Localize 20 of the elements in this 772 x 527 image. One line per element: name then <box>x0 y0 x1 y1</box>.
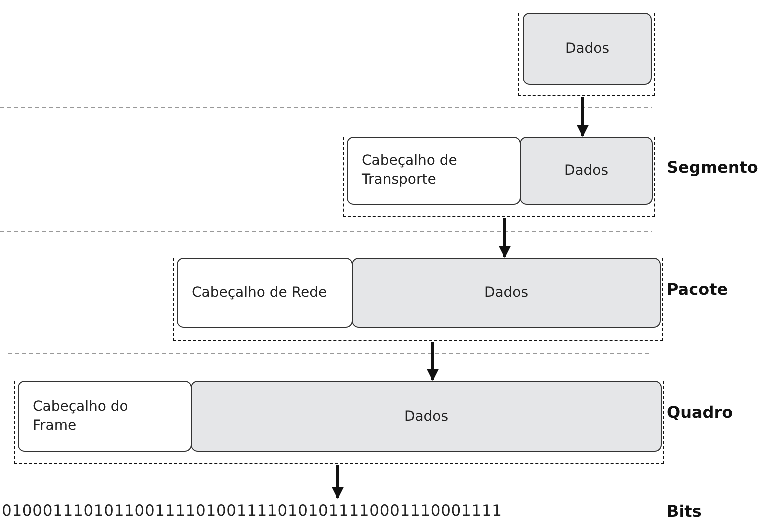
dashed-bracket <box>343 137 655 217</box>
layer-label: Segmento <box>667 158 758 177</box>
data-box: Dados <box>520 137 653 205</box>
layer-label: Pacote <box>667 280 728 299</box>
header-box: Cabeçalho do Frame <box>18 381 192 452</box>
data-box: Dados <box>191 381 662 452</box>
arrow <box>332 465 344 500</box>
data-box: Dados <box>352 258 661 328</box>
layer-label: Bits <box>667 502 702 521</box>
data-box: Dados <box>523 13 652 85</box>
arrow <box>577 97 589 138</box>
header-box: Cabeçalho de Transporte <box>347 137 521 205</box>
arrow <box>499 218 511 258</box>
dashed-bracket <box>14 381 664 464</box>
bit-string: 0100011101011001111010011110101011110001110001111 <box>2 502 502 520</box>
dashed-bracket <box>173 258 663 341</box>
dashed-bracket <box>518 13 655 96</box>
arrow <box>427 342 439 382</box>
layer-label: Quadro <box>667 403 734 422</box>
header-box: Cabeçalho de Rede <box>177 258 353 328</box>
